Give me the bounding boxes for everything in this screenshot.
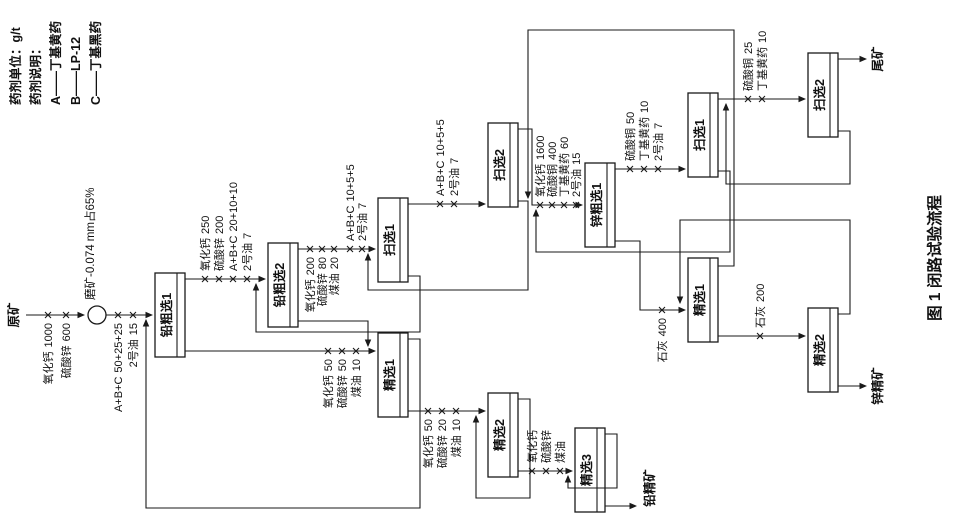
cell-zn-rough1: 锌粗选1 [584,162,616,248]
legend-item-a: A——丁基黄药 [48,20,63,105]
cell-pb-scav2: 扫选2 [487,122,519,208]
cell-pb-clean2: 精选2 [487,392,519,478]
pb-rough2-conc-line [298,320,372,348]
reagent-label: 硫酸锌 [539,430,553,463]
reagent-group-pb-scav1-depressants: 氧化钙200 硫酸锌80 煤油20 [303,245,341,312]
reagent-label: A+B+C10+5+5 [435,119,447,196]
reagent-label: A+B+C20+10+10 [228,182,240,271]
reagent-label: 2号油7 [447,158,461,196]
cell-label: 锌粗选1 [589,183,604,228]
reagent-label: 丁基黄药10 [637,101,651,161]
cell-label: 精选2 [492,419,507,451]
reagent-label: 硫酸锌80 [315,257,329,306]
cell-label: 精选2 [812,334,827,366]
cell-pb-scav1: 扫选1 [377,197,409,283]
reagent-label: 石灰200 [753,284,767,328]
grind-fineness-label: 磨矿-0.074 mm占65% [83,188,97,300]
pb-clean2-tails-return-line [472,398,531,499]
cell-label: 扫选2 [812,79,827,111]
zn-scav2-conc-return-line [722,102,851,185]
reagent-label: 石灰400 [655,318,669,362]
pb-clean3-tails-return-line [564,433,618,489]
reagent-label: 氧化钙1000 [41,323,55,384]
pb-clean1-tails-return-line [142,318,421,509]
reagent-label: 丁基黄药10 [755,31,769,91]
reagent-group-pb-clean2: 氧化钙50 硫酸锌20 煤油10 [421,407,463,468]
reagent-group-pb-scav1-collectors: A+B+C10+5+5 2号油7 [345,164,369,253]
pb-scav2-conc-return-line [364,200,529,291]
reagent-group-zn-rough1: 氧化钙1600 硫酸铜400 丁基黄药60 2号油15 [533,136,583,209]
legend-note: 药剂说明： [28,42,43,105]
reagent-group-pb-rough1: A+B+C50+25+25 2号油15 [113,311,140,412]
reagent-label: 煤油10 [449,419,463,457]
cell-zn-clean1: 精选1 [687,257,719,343]
reagent-legend: 药剂单位：g/t 药剂说明： A——丁基黄药 B——LP-12 C——丁基黑药 [8,20,103,105]
reagent-label: 硫酸锌50 [335,359,349,408]
reagent-group-pb-scav2: A+B+C10+5+5 2号油7 [435,119,461,208]
cell-label: 铅粗选2 [272,263,287,309]
reagent-group-zn-scav2: 硫酸铜25 丁基黄药10 [741,31,769,103]
reagent-group-pb-clean3: 氧化钙 硫酸锌 煤油 [525,430,567,475]
cell-zn-scav2: 扫选2 [807,52,839,138]
pb-concentrate-label: 铅精矿 [642,469,657,508]
cell-label: 铅粗选1 [159,293,174,339]
zn-concentrate-label: 锌精矿 [870,367,885,405]
reagent-label: 2号油7 [355,203,369,241]
zn-rough1-conc-line [615,240,687,314]
legend-item-b: B——LP-12 [69,37,83,105]
reagent-group-pb-rough2: 氧化钙250 硫酸锌200 A+B+C20+10+10 2号油7 [198,182,254,283]
figure-caption: 图 1 闭路试验流程 [925,195,944,321]
reagent-label: 氧化钙1600 [533,136,547,197]
cell-label: 精选3 [579,454,594,486]
reagent-label: 氧化钙250 [198,216,212,271]
reagent-group-pb-clean1: 氧化钙50 硫酸锌50 煤油10 [321,347,363,408]
cell-pb-rough2: 铅粗选2 [267,242,299,328]
cell-label: 精选1 [692,284,707,316]
reagent-label: 2号油15 [569,153,583,197]
reagent-group-zn-scav1: 硫酸铜50 丁基黄药10 2号油7 [623,101,665,173]
reagent-label: 氧化钙 [525,430,539,463]
cell-zn-clean2: 精选2 [807,307,839,393]
legend-item-c: C——丁基黑药 [88,20,103,105]
reagent-label: 硫酸锌600 [59,323,73,378]
cell-pb-clean3: 精选3 [574,427,606,513]
cell-pb-rough1: 铅粗选1 [154,272,186,358]
reagent-label: 煤油 [553,441,567,463]
zn-clean1-tails-return-line [524,29,735,267]
pb-scav1-conc-return-line [252,275,421,333]
zn-clean2-tails-return-line [676,219,851,315]
tailings-label: 尾矿 [870,46,885,72]
reagent-label: 硫酸铜50 [623,112,637,161]
cell-label: 扫选2 [492,149,507,181]
legend-unit: 药剂单位：g/t [8,26,23,105]
reagent-label: 2号油15 [126,323,140,367]
reagent-label: 硫酸铜400 [545,142,559,197]
reagent-label: 氧化钙200 [303,257,317,312]
pb-tails-to-zn-line [518,128,584,209]
reagent-label: 丁基黄药60 [557,137,571,197]
reagent-group-zn-clean1: 石灰400 [655,306,669,362]
reagent-label: A+B+C50+25+25 [113,323,125,412]
feed-label: 原矿 [6,302,21,328]
reagent-label: 2号油7 [240,233,254,271]
reagent-label: 硫酸锌200 [212,216,226,271]
reagent-label: 硫酸锌20 [435,419,449,468]
reagent-label: 煤油20 [327,257,341,295]
reagent-group-mill: 氧化钙1000 硫酸锌600 [41,311,73,384]
reagent-label: 氧化钙50 [321,359,335,408]
cell-pb-clean1: 精选1 [377,332,409,418]
reagent-label: 煤油10 [349,359,363,397]
cell-label: 扫选1 [382,224,397,256]
reagent-label: 氧化钙50 [421,419,435,468]
grinding-mill-symbol [87,305,107,325]
cell-label: 扫选1 [692,119,707,151]
cell-label: 精选1 [382,359,397,391]
reagent-label: 硫酸铜25 [741,42,755,91]
reagent-label: A+B+C10+5+5 [345,164,357,241]
cell-zn-scav1: 扫选1 [687,92,719,178]
reagent-group-zn-clean2: 石灰200 [753,284,767,340]
reagent-label: 2号油7 [651,123,665,161]
